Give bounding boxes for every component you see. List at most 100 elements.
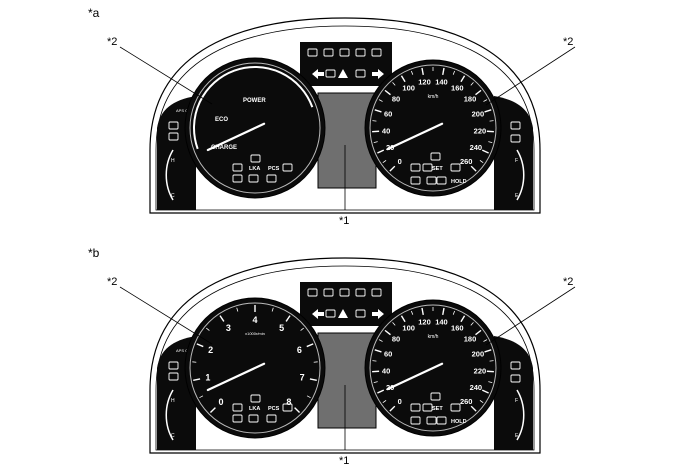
speedometer-tick [384, 89, 391, 96]
airbag-icon [436, 416, 447, 425]
tachometer-tick [199, 395, 204, 399]
speedometer-tick [470, 82, 474, 86]
warning-light-icon [339, 288, 350, 297]
speedometer-number: 240 [470, 383, 483, 392]
power-meter-arc [193, 66, 314, 150]
turn-right-arrow-icon [372, 69, 384, 79]
tachometer-number: 6 [297, 345, 302, 355]
vsc-off-icon [410, 403, 421, 412]
speedometer-tick [374, 109, 382, 113]
warning-light-icon [371, 48, 382, 57]
callout-right-meter: *2 [563, 36, 573, 48]
speed-unit-label: km/h [428, 334, 439, 340]
speedometer-number: 0 [398, 397, 402, 406]
tachometer-number: 2 [208, 345, 213, 355]
check-engine-icon [168, 132, 179, 141]
brake-warning-icon [510, 121, 521, 130]
speedometer-tick [442, 307, 445, 316]
speedometer-tick [410, 70, 414, 75]
speedometer-number: 100 [402, 323, 415, 332]
slip-indicator-icon [355, 69, 366, 78]
speedometer-tick [483, 339, 488, 342]
temperature-high-label: H [171, 158, 175, 164]
headlight-icon [325, 309, 336, 318]
tachometer-unit-label: x1000r/min [245, 331, 265, 336]
speedometer-number: 260 [460, 157, 473, 166]
parking-assist-icon [282, 403, 293, 412]
speedometer-tick [421, 307, 424, 316]
speedometer-number: 40 [382, 126, 390, 135]
cluster-housing-inner [155, 25, 535, 211]
speedometer-tick [479, 160, 484, 163]
speedometer-number: 200 [472, 110, 485, 119]
cruise-main-icon [250, 154, 261, 163]
tachometer-tick [193, 378, 201, 381]
warning-light-icon [355, 288, 366, 297]
speedometer-tick [382, 400, 387, 403]
speed-unit-label: km/h [428, 94, 439, 100]
speedometer-number: 180 [464, 95, 477, 104]
speedometer-tick [421, 67, 424, 76]
fuel-gauge-arc [516, 149, 525, 201]
speedometer-tick [378, 99, 383, 102]
tachometer-tick [206, 327, 210, 331]
speedometer-tick [392, 82, 396, 86]
speedometer-tick [488, 141, 493, 143]
brake-hold-indicator: HOLD [451, 419, 467, 425]
speedometer-tick [483, 99, 488, 102]
speedometer-tick [481, 389, 489, 394]
tachometer-tick [271, 307, 274, 312]
speedometer-tick [460, 75, 466, 83]
speedometer-number: 140 [435, 317, 448, 326]
temperature-gauge-arc [165, 389, 174, 441]
tachometer-number: 1 [205, 373, 210, 383]
speedometer-number: 120 [418, 77, 431, 86]
speedometer-tick [373, 381, 378, 383]
speedometer-tick [384, 329, 391, 336]
charge-zone-label: CHARGE [211, 145, 237, 151]
speedometer-tick [470, 322, 474, 326]
charging-icon [410, 416, 421, 425]
tachometer-tick [306, 395, 311, 399]
speedometer-tick [373, 141, 378, 143]
warning-light-icon [323, 288, 334, 297]
callout-leader-right [485, 286, 576, 346]
brake-warning-icon [510, 361, 521, 370]
tachometer-tick [294, 407, 301, 414]
power-zone-label: POWER [243, 98, 266, 104]
speedometer-tick [442, 67, 445, 76]
engine-warning-icon [168, 121, 179, 130]
brake-hold-indicator: HOLD [451, 179, 467, 185]
parking-assist-icon [282, 163, 293, 172]
tachometer-tick [236, 307, 239, 312]
seatbelt-icon [266, 414, 277, 423]
tachometer-tick [306, 343, 314, 348]
brake-system-icon [232, 403, 243, 412]
lka-indicator: LKA [249, 406, 260, 412]
speedometer-tick [479, 400, 484, 403]
master-warning-icon [338, 309, 348, 318]
warning-light-icon [355, 48, 366, 57]
speedometer-number: 0 [398, 157, 402, 166]
callout-multi-info-display: *1 [339, 455, 349, 465]
warning-light-icon [307, 288, 318, 297]
fuel-empty-label: E [515, 433, 519, 439]
speedometer-needle [386, 122, 444, 151]
speedometer-number: 60 [384, 110, 392, 119]
speedometer-tick [389, 165, 396, 172]
speedometer-tick [475, 89, 482, 96]
speedometer-tick [377, 389, 385, 394]
speedometer-needle [386, 362, 444, 391]
speedometer-tick [400, 75, 406, 83]
tachometer-number: 5 [279, 323, 284, 333]
cruise-set-indicator: SET [432, 166, 443, 172]
abs-icon [248, 414, 259, 423]
abs-icon [248, 174, 259, 183]
eco-off-label: APS OFF [176, 348, 194, 353]
speedometer-number: 200 [472, 350, 485, 359]
temperature-high-label: H [171, 398, 175, 404]
slip-icon [422, 403, 433, 412]
speedometer-tick [374, 349, 382, 353]
tire-pressure-icon [510, 134, 521, 143]
